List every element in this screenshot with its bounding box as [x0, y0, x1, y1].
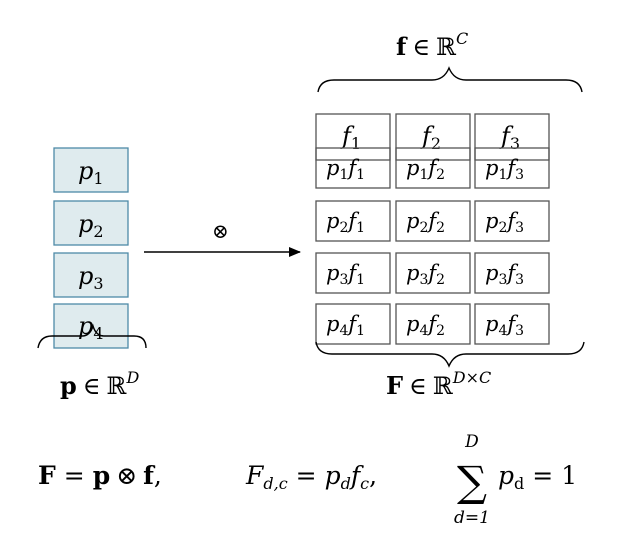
p-vector: p1 p2 p3 p4	[53, 147, 129, 349]
F-cell-label: p3f2	[406, 261, 445, 288]
F-cell-2-3: p2f3	[474, 200, 550, 242]
sum-symbol: ∑	[457, 457, 487, 506]
equation-elementwise: Fd,c=pdfc,	[245, 461, 377, 493]
F-cell-4-2: p4f2	[395, 303, 471, 345]
p-space-caption: p∈ℝD	[60, 368, 140, 400]
F-cell-1-3: p1f3	[474, 147, 550, 189]
F-cell-label: p4f2	[406, 312, 445, 339]
f-space-caption: f∈ℝC	[396, 29, 468, 61]
outer-product-operator: ⊗	[212, 219, 229, 243]
f-cell-3: f3	[474, 113, 550, 161]
p-brace	[37, 323, 147, 349]
f-cell-1: f1	[315, 113, 391, 161]
p-cell-1: p1	[53, 147, 129, 193]
F-cell-1-1: p1f1	[315, 147, 391, 189]
F-cell-label: p2f1	[326, 209, 365, 236]
F-cell-label: p2f2	[406, 209, 445, 236]
F-cell-1-2: p1f2	[395, 147, 471, 189]
equation-normalization: D ∑ d=1 pd=1	[454, 432, 577, 528]
F-cell-3-3: p3f3	[474, 252, 550, 294]
F-matrix: p1f1 p1f2 p1f3 p2f1 p2f2 p2f3 p3f1 p3f2 p3f3 p4f1…	[315, 147, 550, 345]
f-brace	[317, 66, 583, 93]
F-space-caption: F∈ℝD×C	[386, 368, 491, 400]
sum-term: pd=1	[498, 461, 577, 493]
F-cell-label: p2f3	[485, 209, 524, 236]
p-cell-3: p3	[53, 252, 129, 298]
F-cell-label: p3f3	[485, 261, 524, 288]
F-cell-2-2: p2f2	[395, 200, 471, 242]
p-cell-4: p4	[53, 303, 129, 349]
p-label-1: p1	[78, 157, 104, 188]
F-cell-4-3: p4f3	[474, 303, 550, 345]
p-label-2: p2	[78, 210, 104, 241]
F-cell-4-1: p4f1	[315, 303, 391, 345]
F-cell-label: p1f1	[326, 156, 365, 183]
p-cell-2: p2	[53, 200, 129, 246]
F-cell-label: p1f3	[485, 156, 524, 183]
sum-lower-limit: d=1	[454, 508, 490, 528]
F-cell-3-2: p3f2	[395, 252, 471, 294]
equation-outer-product: F=p⊗f,	[38, 461, 162, 490]
F-cell-label: p3f1	[326, 261, 365, 288]
sum-upper-limit: D	[464, 432, 479, 452]
f-vector: f1 f2 f3	[315, 113, 550, 161]
F-cell-label: p1f2	[406, 156, 445, 183]
F-cell-label: p4f3	[485, 312, 524, 339]
p-label-3: p3	[78, 262, 104, 293]
F-brace	[315, 341, 585, 368]
F-cell-3-1: p3f1	[315, 252, 391, 294]
F-cell-label: p4f1	[326, 312, 365, 339]
F-cell-2-1: p2f1	[315, 200, 391, 242]
f-cell-2: f2	[395, 113, 471, 161]
